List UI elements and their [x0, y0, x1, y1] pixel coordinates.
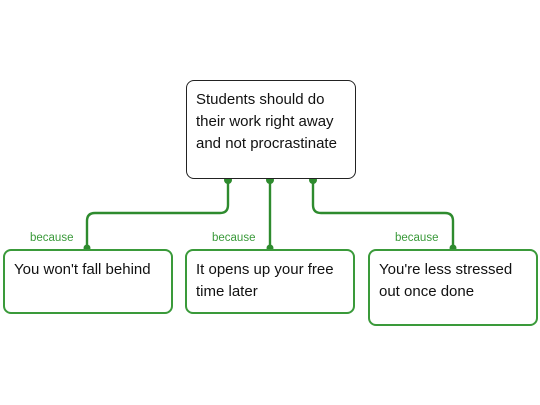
reason-text-1: It opens up your free time later — [196, 261, 334, 300]
reason-box-1[interactable]: It opens up your free time later — [185, 249, 355, 314]
reason-text-2: You're less stressed out once done — [379, 261, 513, 300]
claim-box[interactable]: Students should do their work right away… — [186, 80, 356, 179]
relation-label-2: because — [395, 232, 439, 244]
connector-2 — [311, 179, 455, 249]
relation-label-0: because — [30, 232, 74, 244]
relation-label-1: because — [212, 232, 256, 244]
reason-box-0[interactable]: You won't fall behind — [3, 249, 173, 314]
reason-text-0: You won't fall behind — [14, 261, 151, 278]
claim-text: Students should do their work right away… — [196, 91, 337, 152]
connector-0 — [85, 179, 230, 249]
reason-box-2[interactable]: You're less stressed out once done — [368, 249, 538, 326]
